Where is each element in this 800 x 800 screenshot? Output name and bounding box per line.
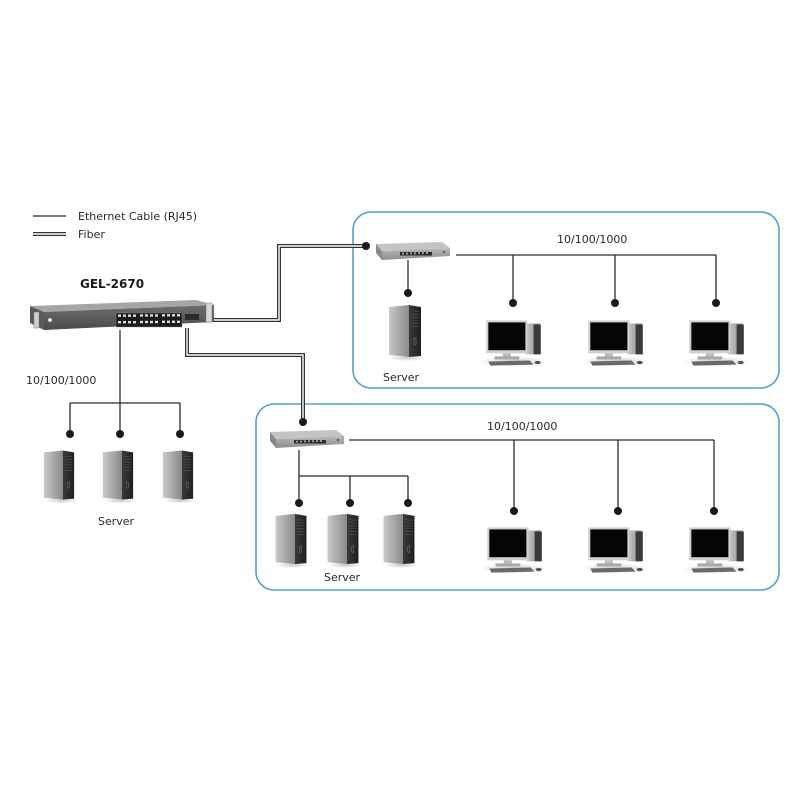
group-top-boundary xyxy=(352,211,780,389)
local-server-2[interactable] xyxy=(102,450,137,504)
local-server-label: Server xyxy=(98,515,135,528)
bottom-group-workstation-3[interactable] xyxy=(682,527,750,574)
legend-fiber-label: Fiber xyxy=(78,228,105,241)
main-switch[interactable] xyxy=(30,300,214,330)
local-segment-speed-label: 10/100/1000 xyxy=(26,374,96,387)
local-server-1[interactable] xyxy=(43,450,78,504)
legend: Ethernet Cable (RJ45) Fiber xyxy=(33,210,197,241)
local-server-3[interactable] xyxy=(162,450,197,504)
bottom-group-server-label: Server xyxy=(324,571,361,584)
top-group-speed-label: 10/100/1000 xyxy=(557,233,627,246)
legend-ethernet-label: Ethernet Cable (RJ45) xyxy=(78,210,197,223)
bottom-group-cabling xyxy=(295,439,718,515)
top-group-switch[interactable] xyxy=(376,242,450,260)
bottom-group-server-2[interactable] xyxy=(327,513,363,568)
top-group-workstation-2[interactable] xyxy=(581,320,649,367)
bottom-group-workstation-1[interactable] xyxy=(480,527,548,574)
bottom-group-workstation-2[interactable] xyxy=(581,527,649,574)
top-switch-uplink-port xyxy=(362,242,370,250)
bottom-group-speed-label: 10/100/1000 xyxy=(487,420,557,433)
fiber-link-to-top-group xyxy=(205,244,366,322)
top-group-workstation-3[interactable] xyxy=(682,320,750,367)
top-group-server[interactable] xyxy=(388,304,425,361)
local-segment xyxy=(66,330,184,438)
bottom-group-switch[interactable] xyxy=(270,430,344,448)
main-switch-port-bank xyxy=(115,312,183,328)
bottom-group-server-3[interactable] xyxy=(383,513,419,568)
top-group-server-label: Server xyxy=(383,371,420,384)
top-group-cabling xyxy=(404,254,720,307)
main-switch-model-label: GEL-2670 xyxy=(80,277,144,291)
bottom-switch-uplink-port xyxy=(299,418,307,426)
fiber-link-to-bottom-group xyxy=(185,328,305,420)
bottom-group-server-1[interactable] xyxy=(275,513,311,568)
group-bottom-boundary xyxy=(255,403,780,591)
top-group-workstation-1[interactable] xyxy=(479,320,547,367)
